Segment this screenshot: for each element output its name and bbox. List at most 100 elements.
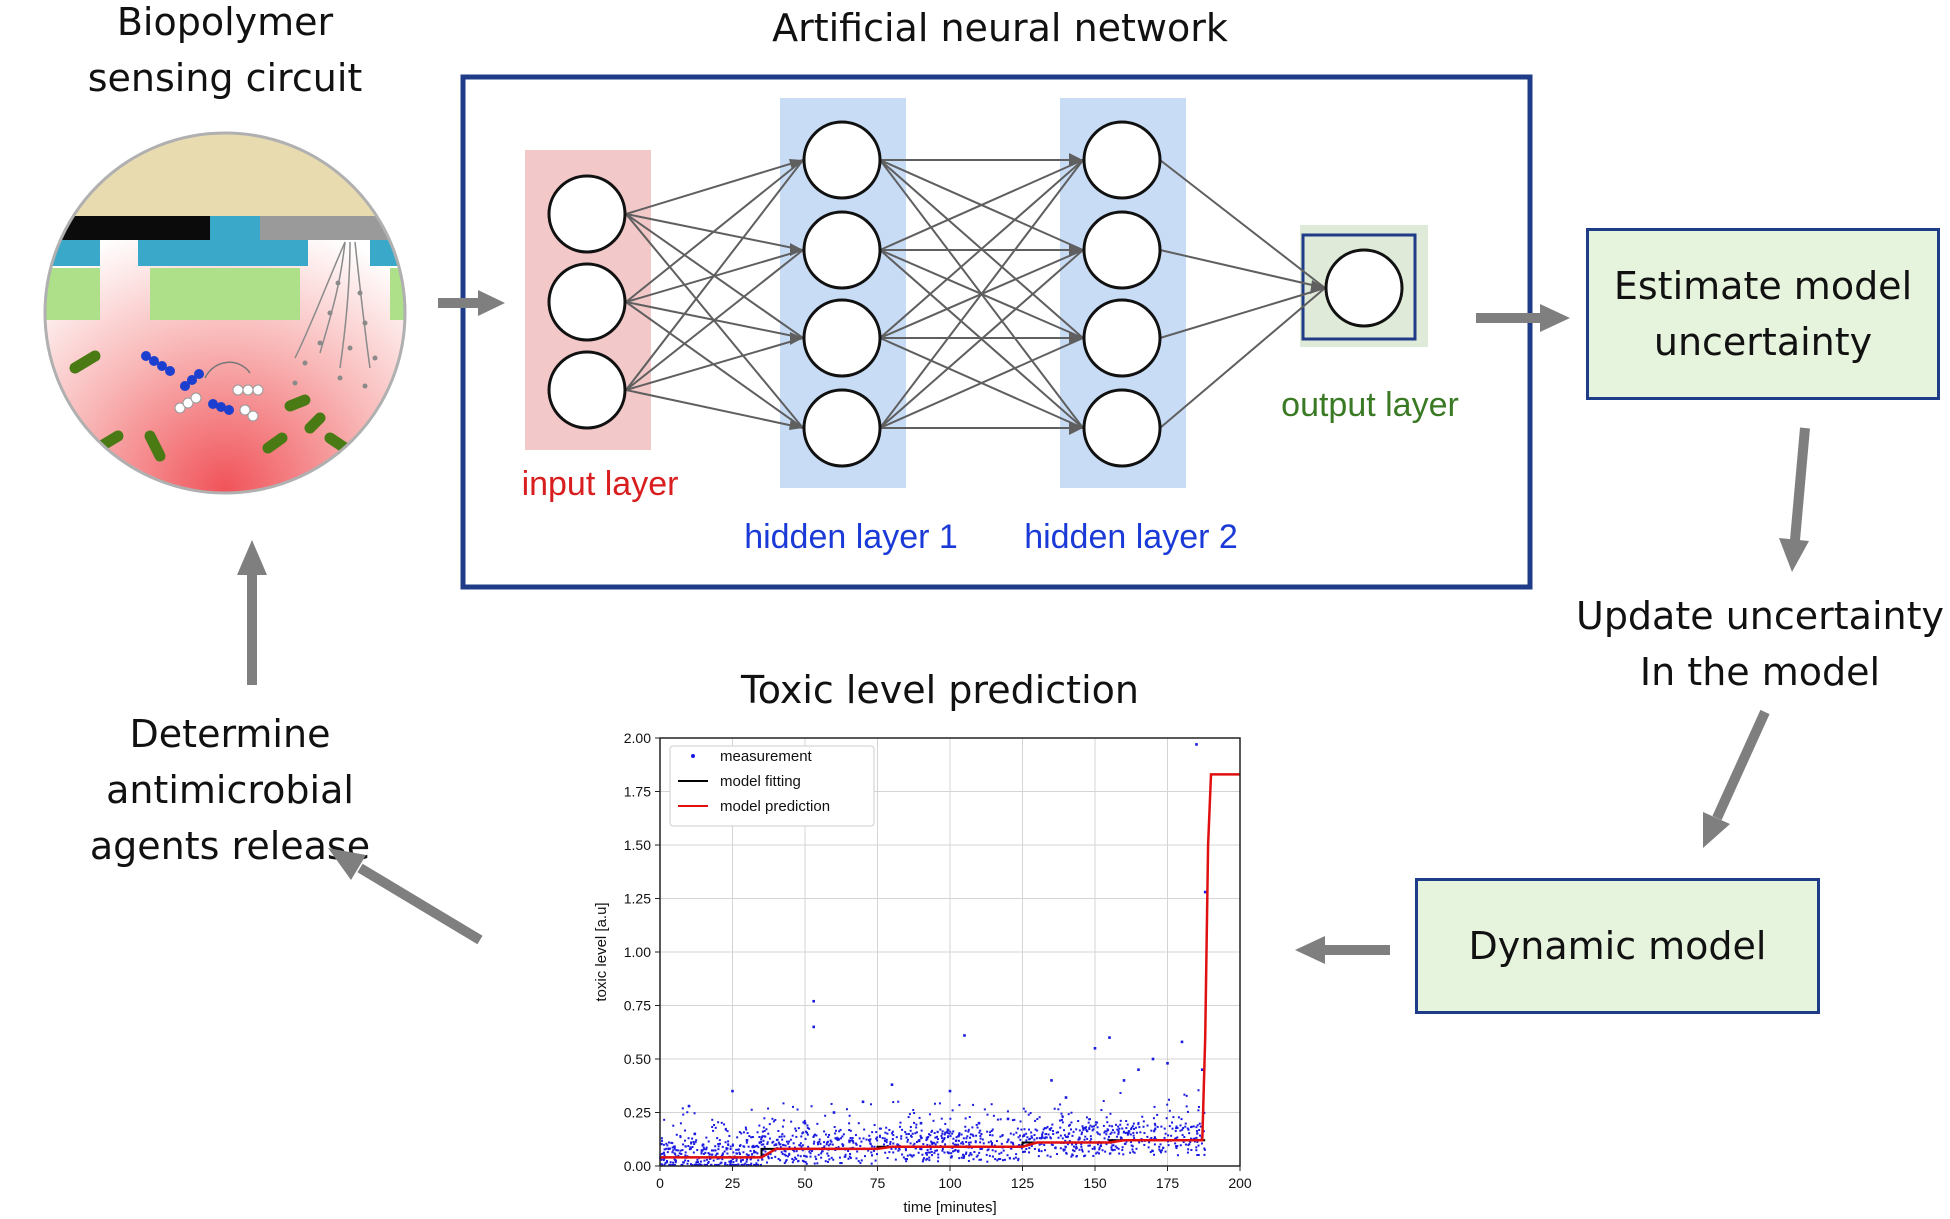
measurement-point xyxy=(989,1131,992,1134)
measurement-point xyxy=(770,1156,773,1159)
measurement-point xyxy=(926,1143,929,1146)
measurement-point xyxy=(960,1156,963,1159)
measurement-point xyxy=(952,1137,955,1140)
measurement-point xyxy=(862,1137,865,1140)
measurement-point xyxy=(847,1157,850,1160)
measurement-point xyxy=(666,1160,669,1163)
measurement-point xyxy=(912,1144,915,1147)
measurement-point xyxy=(943,1133,946,1136)
measurement-point xyxy=(791,1157,794,1160)
measurement-point xyxy=(926,1137,929,1140)
measurement-point xyxy=(758,1141,761,1144)
measurement-point xyxy=(1195,1126,1198,1129)
measurement-point xyxy=(967,1130,970,1133)
measurement-point xyxy=(900,1135,903,1138)
measurement-point xyxy=(1098,1133,1101,1136)
measurement-point xyxy=(681,1163,684,1166)
measurement-point xyxy=(1060,1112,1063,1115)
measurement-point xyxy=(761,1135,764,1138)
measurement-point xyxy=(1059,1134,1062,1137)
measurement-point xyxy=(788,1140,791,1143)
measurement-point xyxy=(726,1163,729,1166)
measurement-point xyxy=(1196,1140,1199,1143)
measurement-point xyxy=(969,1136,972,1139)
measurement-point xyxy=(934,1136,937,1139)
measurement-point xyxy=(1041,1133,1044,1136)
hidden-layer-2-label: hidden layer 2 xyxy=(1024,518,1238,556)
measurement-point xyxy=(739,1144,742,1147)
measurement-point xyxy=(960,1133,963,1136)
measurement-point xyxy=(1130,1141,1133,1144)
measurement-point xyxy=(855,1157,858,1160)
measurement-point xyxy=(790,1120,793,1123)
measurement-point xyxy=(852,1141,855,1144)
measurement-point xyxy=(735,1159,738,1162)
measurement-point xyxy=(689,1146,692,1149)
measurement-point xyxy=(878,1134,881,1137)
measurement-point xyxy=(1131,1125,1134,1128)
measurement-point xyxy=(736,1136,739,1139)
measurement-point xyxy=(1013,1118,1016,1121)
measurement-point xyxy=(1190,1148,1193,1151)
measurement-point xyxy=(684,1151,687,1154)
measurement-point xyxy=(1193,1137,1196,1140)
measurement-point xyxy=(874,1159,877,1162)
measurement-point xyxy=(979,1134,982,1137)
hidden1-node xyxy=(802,210,882,290)
measurement-point xyxy=(1203,1153,1206,1156)
measurement-point xyxy=(879,1135,882,1138)
arrow-update-to-dynamic xyxy=(1712,709,1770,821)
measurement-point xyxy=(758,1124,761,1127)
measurement-point xyxy=(987,1141,990,1144)
measurement-point xyxy=(740,1159,743,1162)
measurement-point xyxy=(1027,1113,1030,1116)
measurement-point xyxy=(660,1163,663,1166)
measurement-point xyxy=(985,1153,988,1156)
measurement-point xyxy=(783,1135,786,1138)
measurement-point xyxy=(1085,1126,1088,1129)
measurement-point xyxy=(720,1121,723,1124)
measurement-point xyxy=(1180,1118,1183,1121)
measurement-point xyxy=(779,1143,782,1146)
measurement-point xyxy=(762,1126,765,1129)
measurement-point xyxy=(755,1162,758,1165)
measurement-point xyxy=(1138,1126,1141,1129)
measurement-point xyxy=(692,1151,695,1154)
measurement-point xyxy=(934,1143,937,1146)
measurement-point xyxy=(1085,1116,1088,1119)
measurement-point xyxy=(1006,1110,1009,1113)
measurement-point xyxy=(661,1152,664,1155)
measurement-point xyxy=(1129,1151,1132,1154)
measurement-point xyxy=(686,1162,689,1165)
measurement-point xyxy=(703,1159,706,1162)
measurement-point xyxy=(672,1149,675,1152)
measurement-point xyxy=(964,1152,967,1155)
measurement-point xyxy=(1120,1137,1123,1140)
measurement-point xyxy=(1199,1134,1202,1137)
measurement-outlier xyxy=(693,1132,697,1136)
measurement-point xyxy=(919,1134,922,1137)
measurement-point xyxy=(671,1151,674,1154)
measurement-point xyxy=(795,1157,798,1160)
measurement-point xyxy=(966,1135,969,1138)
input-node xyxy=(547,174,627,254)
measurement-point xyxy=(1048,1128,1051,1131)
measurement-point xyxy=(1187,1128,1190,1131)
measurement-point xyxy=(921,1153,924,1156)
measurement-point xyxy=(745,1128,748,1131)
measurement-point xyxy=(746,1158,749,1161)
measurement-point xyxy=(810,1105,813,1108)
measurement-point xyxy=(989,1140,992,1143)
measurement-point xyxy=(827,1136,830,1139)
measurement-point xyxy=(1111,1129,1114,1132)
x-axis-label: time [minutes] xyxy=(903,1199,996,1216)
measurement-point xyxy=(949,1117,952,1120)
measurement-point xyxy=(793,1150,796,1153)
measurement-point xyxy=(684,1129,687,1132)
measurement-outlier xyxy=(673,1145,676,1149)
measurement-point xyxy=(863,1155,866,1158)
measurement-point xyxy=(804,1137,807,1140)
measurement-point xyxy=(990,1103,993,1106)
measurement-point xyxy=(988,1154,991,1157)
measurement-point xyxy=(986,1113,989,1116)
